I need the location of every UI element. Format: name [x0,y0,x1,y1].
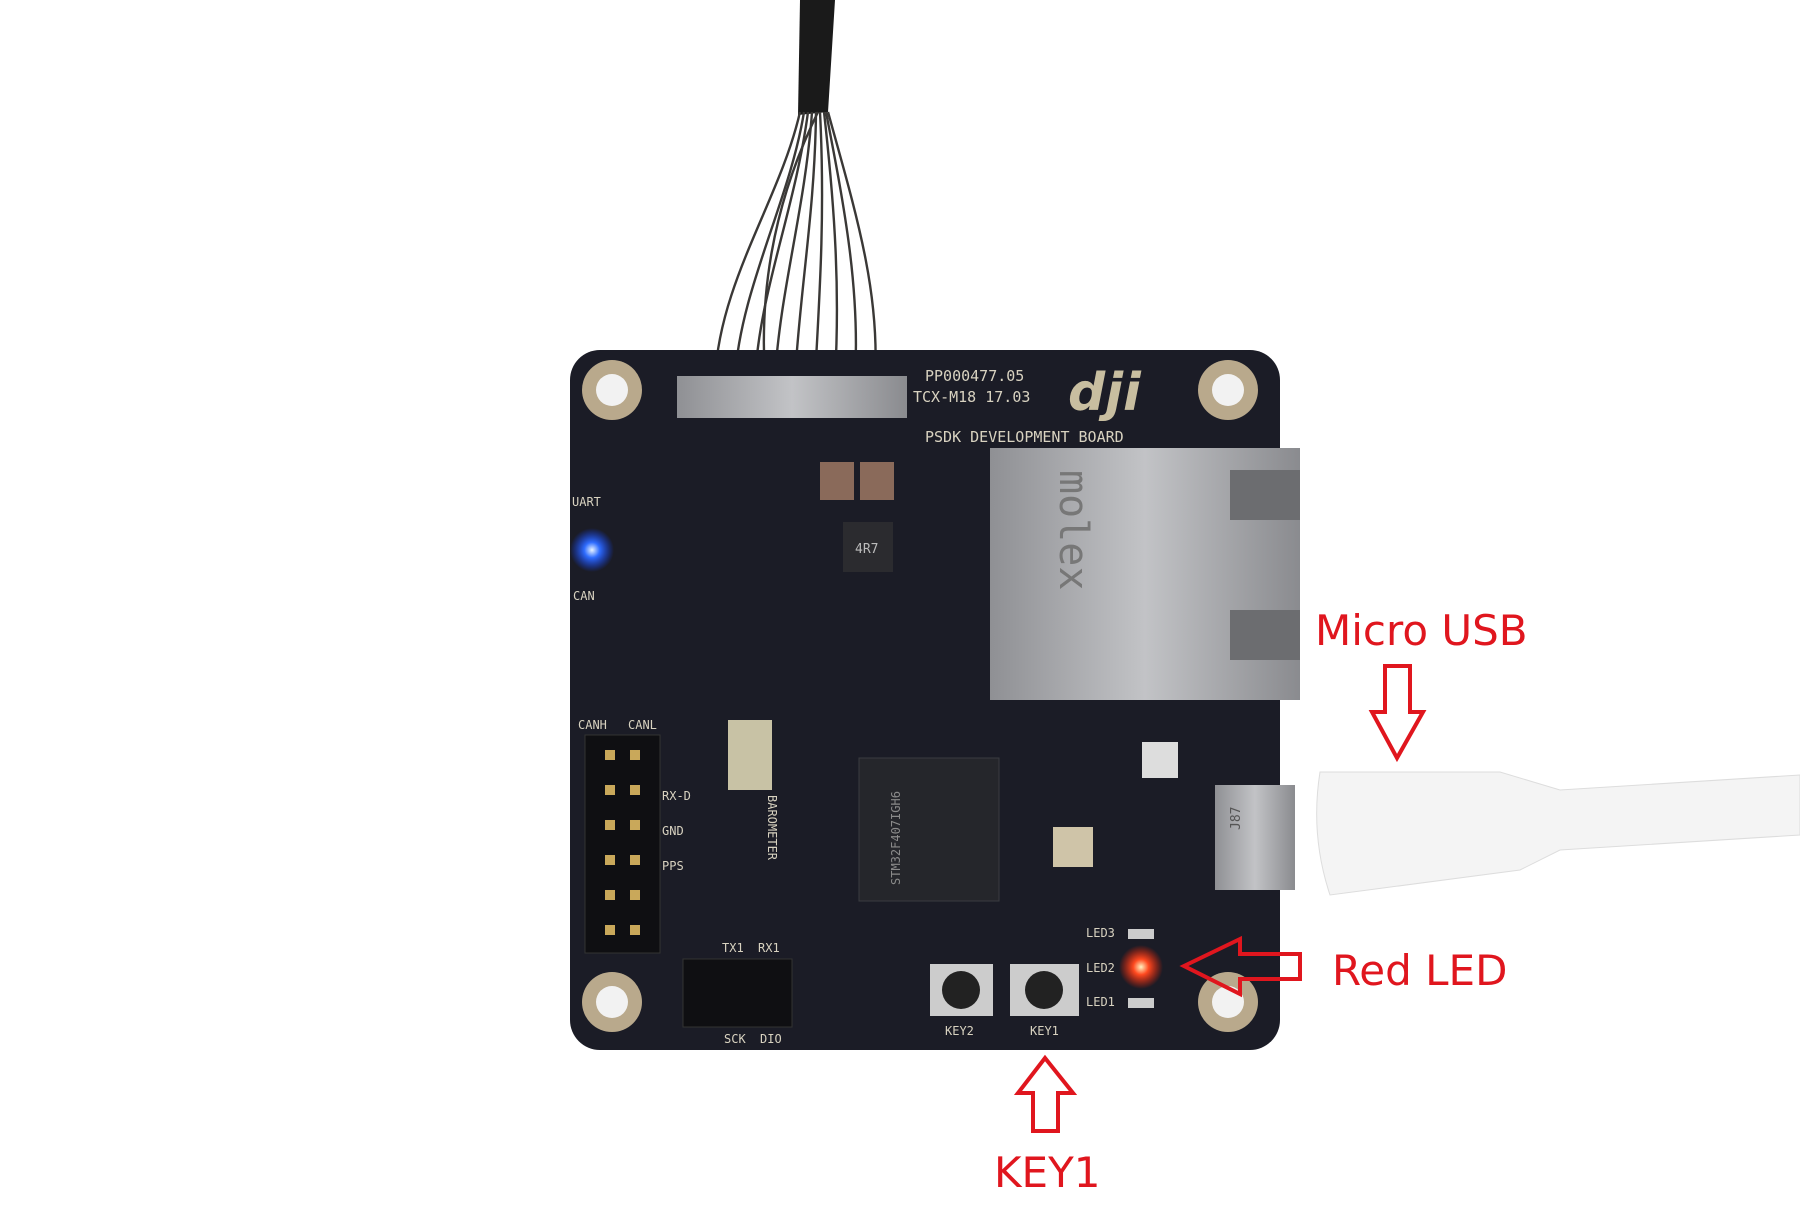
silk-key1: KEY1 [1030,1024,1059,1038]
silk-uart: UART [572,495,601,509]
left-arrow-icon [1179,935,1302,998]
part-number: PP000477.05 [925,367,1024,385]
jack-brand: molex [1050,470,1096,590]
mcu-marking: STM32F407IGH6 [889,791,903,885]
silk-key2: KEY2 [945,1024,974,1038]
silk-canh: CANH [578,718,607,732]
key1-label: KEY1 [994,1148,1101,1197]
mcu-chip [858,757,1000,902]
silk-rxd: RX-D [662,789,691,803]
micro-usb-label: Micro USB [1315,606,1528,655]
pin-header-bottom [682,958,793,1028]
batch-number: TCX-M18 17.03 [913,388,1030,406]
silk-led3: LED3 [1086,926,1115,940]
silk-tx1: TX1 [722,941,744,955]
silk-dio: DIO [760,1032,782,1046]
led1 [1128,998,1154,1008]
silk-pps: PPS [662,859,684,873]
inductor [843,522,893,572]
blue-led [570,528,614,572]
dji-logo: dji [1068,363,1142,423]
pin-header-left [584,734,661,954]
flex-cable [713,0,877,379]
red-led-label: Red LED [1332,946,1508,995]
silk-can: CAN [573,589,595,603]
up-arrow-icon [1013,1054,1078,1133]
down-arrow-icon [1368,664,1427,763]
usb-cable [1316,771,1800,896]
silk-usb-ref: J87 [1229,807,1244,830]
fpc-connector [677,376,907,418]
red-led [1119,945,1163,989]
silk-gnd: GND [662,824,684,838]
ethernet-jack [990,448,1300,700]
led3 [1128,929,1154,939]
silk-sck: SCK [724,1032,746,1046]
silk-canl: CANL [628,718,657,732]
silk-led2: LED2 [1086,961,1115,975]
silk-rx1: RX1 [758,941,780,955]
key2-button[interactable] [930,964,993,1016]
silk-led1: LED1 [1086,995,1115,1009]
silk-barometer: BAROMETER [765,795,779,861]
board-title: PSDK DEVELOPMENT BOARD [925,428,1124,446]
key1-button[interactable] [1010,964,1079,1016]
barometer-sensor [728,720,772,790]
annotation-arrows [1013,664,1427,1133]
inductor-marking: 4R7 [855,542,878,557]
micro-usb-port [1215,785,1295,890]
